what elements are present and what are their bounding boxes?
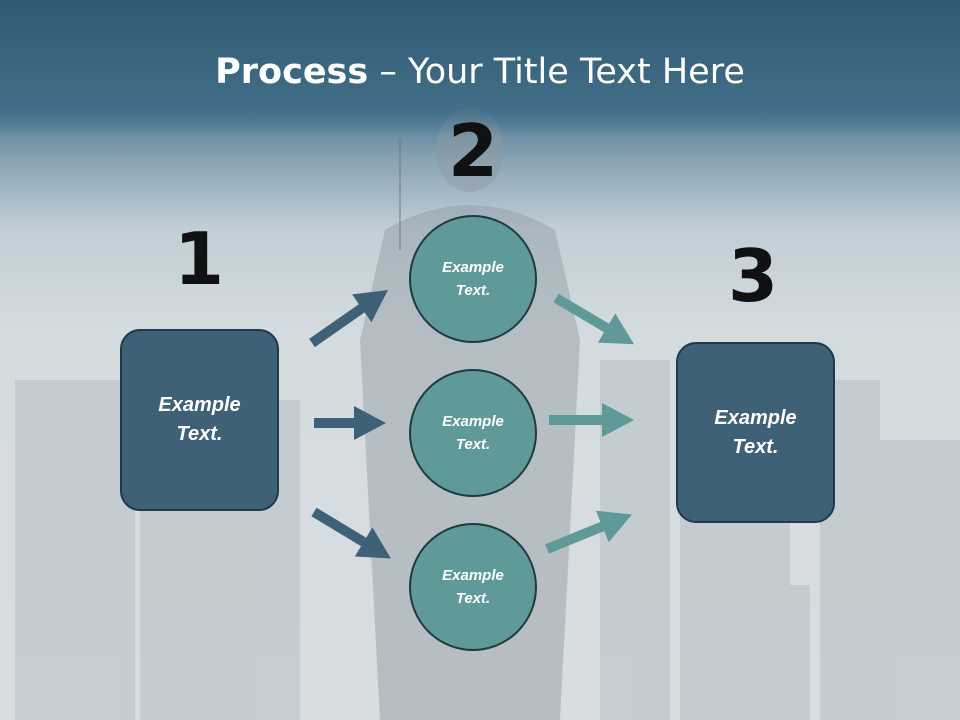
right-box-text: Example Text. (714, 406, 797, 458)
left-box: Example Text. (120, 329, 279, 511)
title-bold: Process (215, 52, 369, 92)
title-band (0, 0, 960, 135)
circle-top: Example Text. (409, 215, 537, 343)
slide-title: Process – Your Title Text Here (0, 52, 960, 92)
left-box-text: Example Text. (158, 394, 241, 445)
arrow-top-to-right (553, 293, 635, 345)
circle-top-text: Example Text. (442, 259, 504, 299)
arrow-left-to-bottom (311, 507, 391, 559)
circle-middle-text: Example Text. (442, 413, 504, 453)
circle-middle: Example Text. (409, 369, 537, 497)
step-number-2: 2 (447, 109, 499, 193)
title-rest: – Your Title Text Here (368, 52, 745, 92)
right-box: Example Text. (676, 342, 835, 523)
step-number-1: 1 (173, 217, 225, 301)
circle-bottom: Example Text. (409, 523, 537, 651)
arrow-bottom-to-right (545, 510, 632, 554)
circle-bottom-text: Example Text. (442, 567, 504, 607)
step-number-3: 3 (727, 234, 779, 318)
arrow-left-to-top (309, 289, 388, 348)
